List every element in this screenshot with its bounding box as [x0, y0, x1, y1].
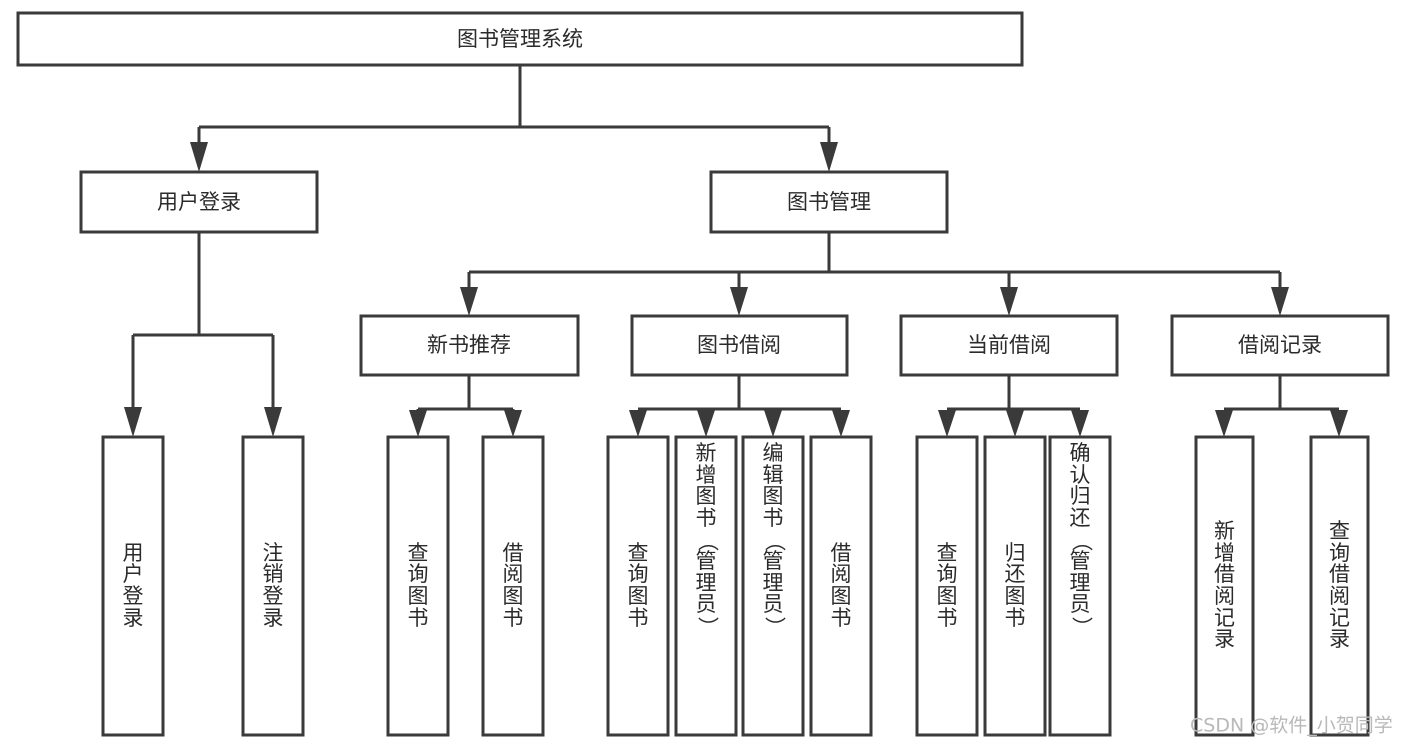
arrow-to-leaf-user-login — [124, 407, 142, 437]
leaf-user-login[interactable] — [101, 435, 165, 737]
arrow-root-to-book-manage — [820, 142, 838, 172]
arrow-bb-to-add-book — [697, 410, 715, 437]
arrow-bb-to-edit-book — [764, 410, 782, 437]
leaf-cb-confirm-return-admin[interactable] — [1048, 435, 1112, 737]
leaf-nb-borrow-book[interactable] — [481, 435, 545, 737]
leaf-cb-return-book[interactable] — [983, 435, 1047, 737]
arrow-nb-to-borrow-book — [504, 410, 522, 437]
csdn-watermark: CSDN @软件_小贺同学 — [1190, 715, 1393, 737]
leaf-rec-query-record[interactable] — [1309, 435, 1370, 737]
node-current-borrow[interactable] — [899, 314, 1119, 377]
leaf-bb-borrow-book[interactable] — [809, 435, 873, 737]
node-new-book-recommend[interactable] — [359, 314, 580, 377]
node-root-label: 图书管理系统 — [457, 27, 583, 51]
node-book-manage-label: 图书管理 — [787, 190, 871, 214]
arrow-root-to-user-login — [190, 142, 208, 172]
leaf-bb-edit-book-admin[interactable] — [741, 435, 805, 737]
arrow-bb-to-query-book — [629, 410, 647, 437]
node-book-borrow-label: 图书借阅 — [697, 333, 781, 357]
leaf-logout[interactable] — [241, 435, 305, 737]
arrow-to-current-borrow — [1000, 287, 1018, 316]
arrow-bb-to-borrow-book — [832, 410, 850, 437]
arrow-cb-to-return-book — [1006, 410, 1024, 437]
leaf-cb-query-book[interactable] — [915, 435, 979, 737]
arrow-rec-to-add-record — [1215, 410, 1233, 437]
arrow-cb-to-confirm-return — [1071, 410, 1089, 437]
node-current-borrow-label: 当前借阅 — [967, 333, 1051, 357]
arrow-nb-to-query-book — [409, 410, 427, 437]
arrow-to-new-book-rec — [460, 287, 478, 316]
arrow-to-book-borrow — [730, 287, 748, 316]
arrow-to-borrow-record — [1271, 287, 1289, 316]
node-new-book-recommend-label: 新书推荐 — [427, 333, 511, 357]
arrow-rec-to-query-record — [1330, 410, 1348, 437]
leaf-bb-query-book[interactable] — [606, 435, 670, 737]
node-borrow-record[interactable] — [1170, 314, 1390, 377]
leaf-bb-add-book-admin[interactable] — [674, 435, 738, 737]
arrow-cb-to-query-book — [938, 410, 956, 437]
node-borrow-record-label: 借阅记录 — [1238, 333, 1322, 357]
node-root[interactable] — [16, 11, 1024, 67]
node-book-manage[interactable] — [709, 170, 949, 234]
node-user-login-label: 用户登录 — [157, 190, 241, 214]
node-layer: 图书管理系统 用户登录 图书管理 新书推荐 图书借阅 当前借阅 借阅记录 — [16, 11, 1390, 737]
connector-layer — [124, 65, 1348, 437]
node-book-borrow[interactable] — [630, 314, 849, 377]
leaf-rec-add-record[interactable] — [1194, 435, 1255, 737]
leaf-nb-query-book[interactable] — [386, 435, 450, 737]
arrow-to-leaf-logout — [264, 407, 282, 437]
node-user-login[interactable] — [79, 170, 319, 234]
